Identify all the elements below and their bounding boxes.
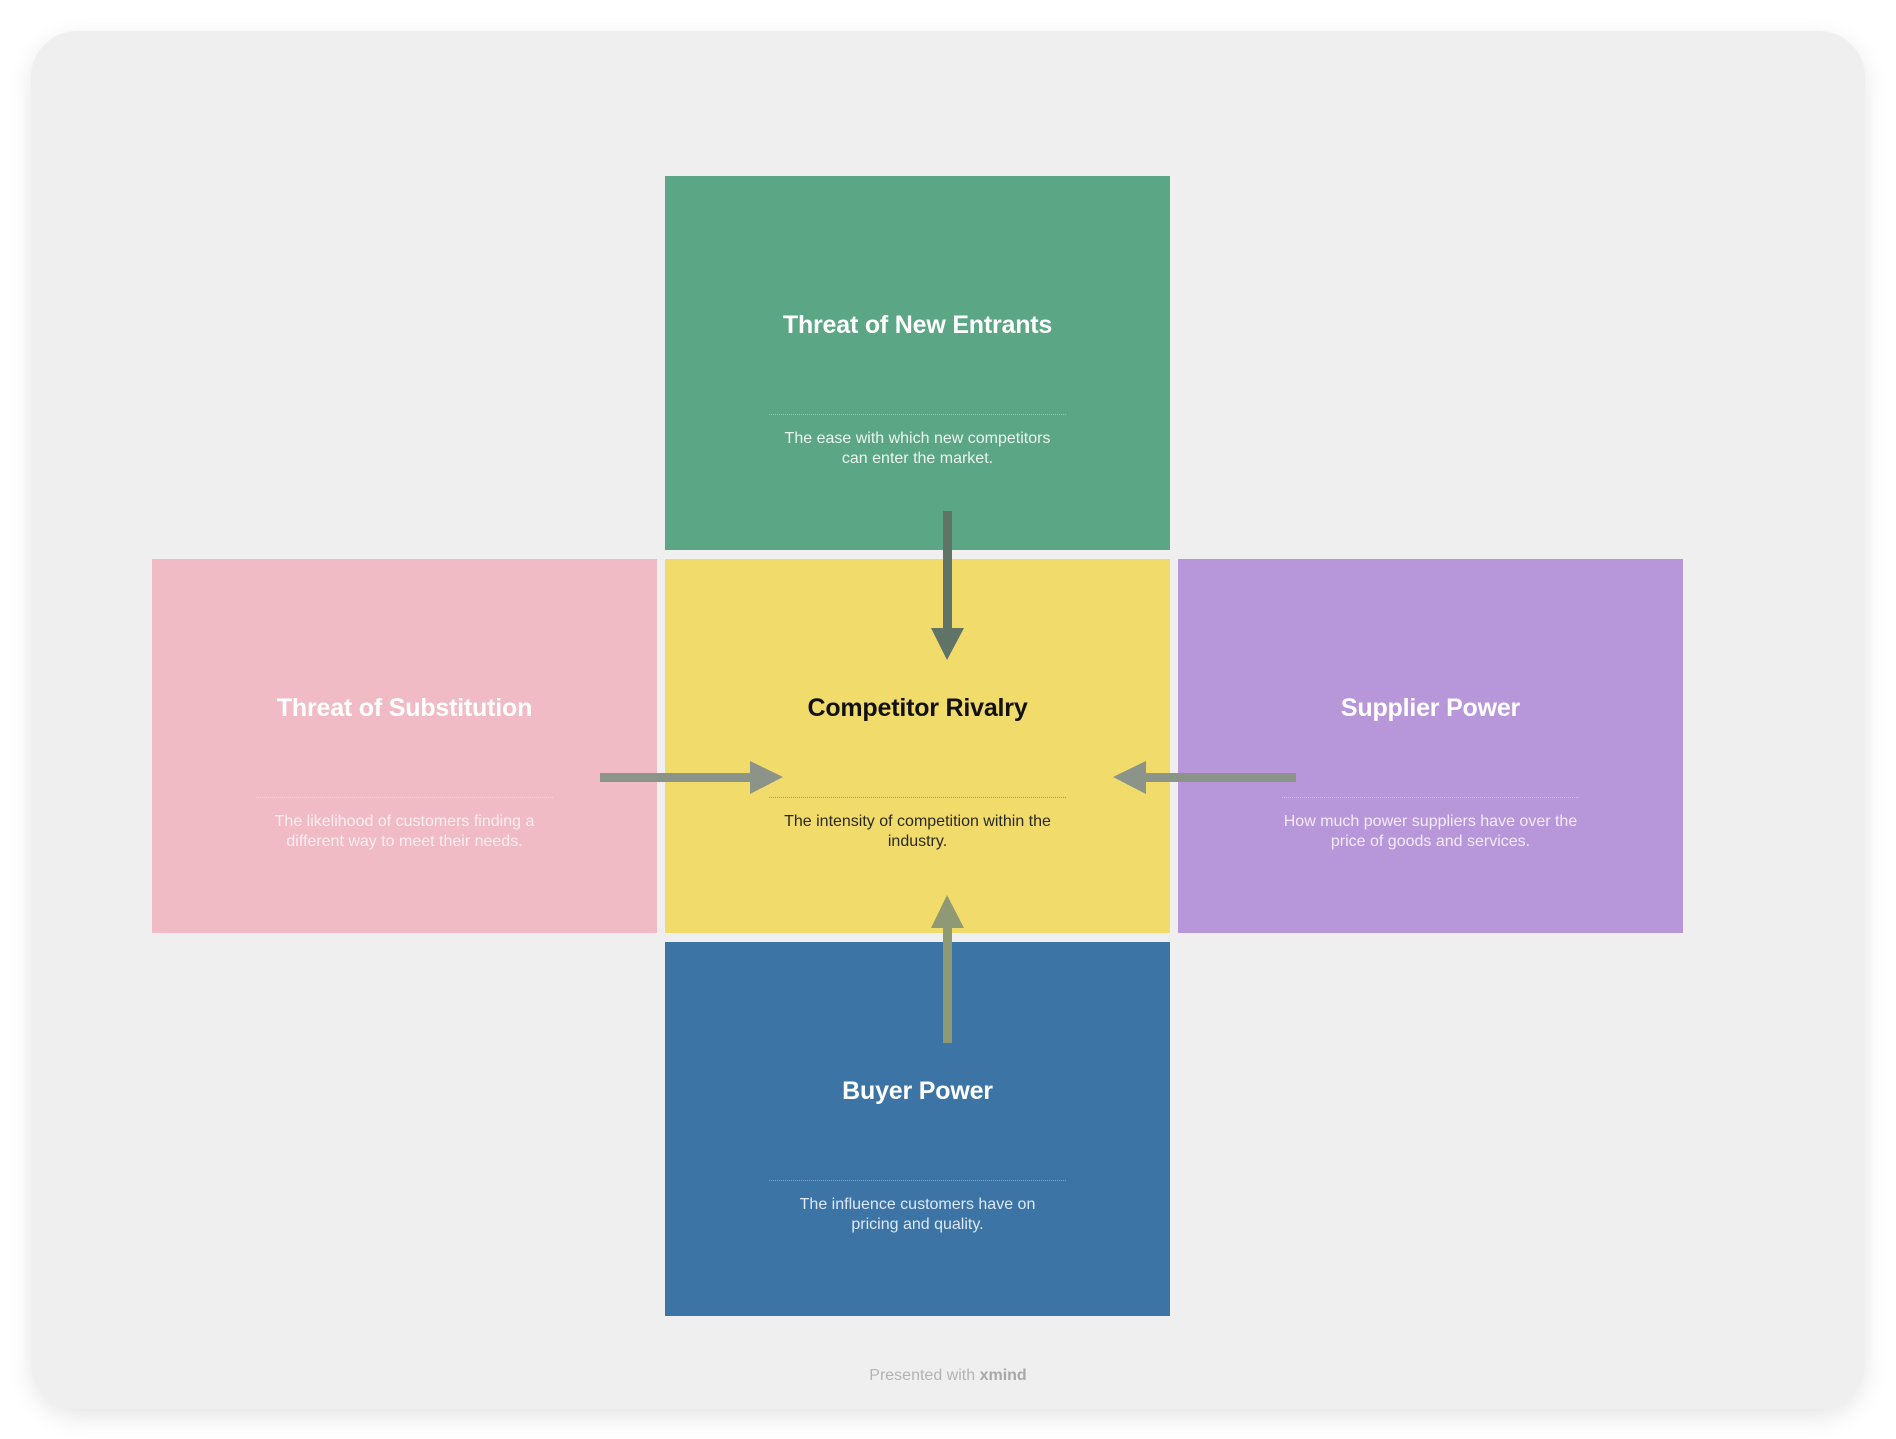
card-divider — [769, 797, 1066, 798]
force-title-supplier-power: Supplier Power — [1340, 694, 1521, 722]
footer-attribution: Presented with xmind — [0, 1367, 1896, 1385]
card-divider — [256, 797, 553, 798]
force-card-substitution[interactable]: Threat of Substitution The likelihood of… — [152, 559, 657, 933]
force-card-supplier-power[interactable]: Supplier Power How much power suppliers … — [1178, 559, 1683, 933]
footer-brand: xmind — [979, 1367, 1027, 1384]
force-card-competitor-rivalry[interactable]: Competitor Rivalry The intensity of comp… — [665, 559, 1170, 933]
force-title-substitution: Threat of Substitution — [276, 694, 533, 722]
force-card-new-entrants[interactable]: Threat of New Entrants The ease with whi… — [665, 176, 1170, 550]
force-title-competitor-rivalry: Competitor Rivalry — [807, 694, 1028, 722]
force-description-buyer-power: The influence customers have on pricing … — [799, 1196, 1036, 1233]
force-title-new-entrants: Threat of New Entrants — [782, 311, 1053, 339]
force-card-buyer-power[interactable]: Buyer Power The influence customers have… — [665, 942, 1170, 1316]
force-title-buyer-power: Buyer Power — [842, 1077, 993, 1105]
card-divider — [1282, 797, 1579, 798]
force-description-new-entrants: The ease with which new competitors can … — [784, 430, 1051, 467]
footer-prefix: Presented with — [869, 1367, 976, 1384]
card-divider — [769, 1180, 1066, 1181]
force-description-competitor-rivalry: The intensity of competition within the … — [784, 813, 1051, 850]
card-divider — [769, 414, 1066, 415]
force-description-substitution: The likelihood of customers finding a di… — [274, 813, 535, 850]
force-description-supplier-power: How much power suppliers have over the p… — [1283, 813, 1578, 850]
